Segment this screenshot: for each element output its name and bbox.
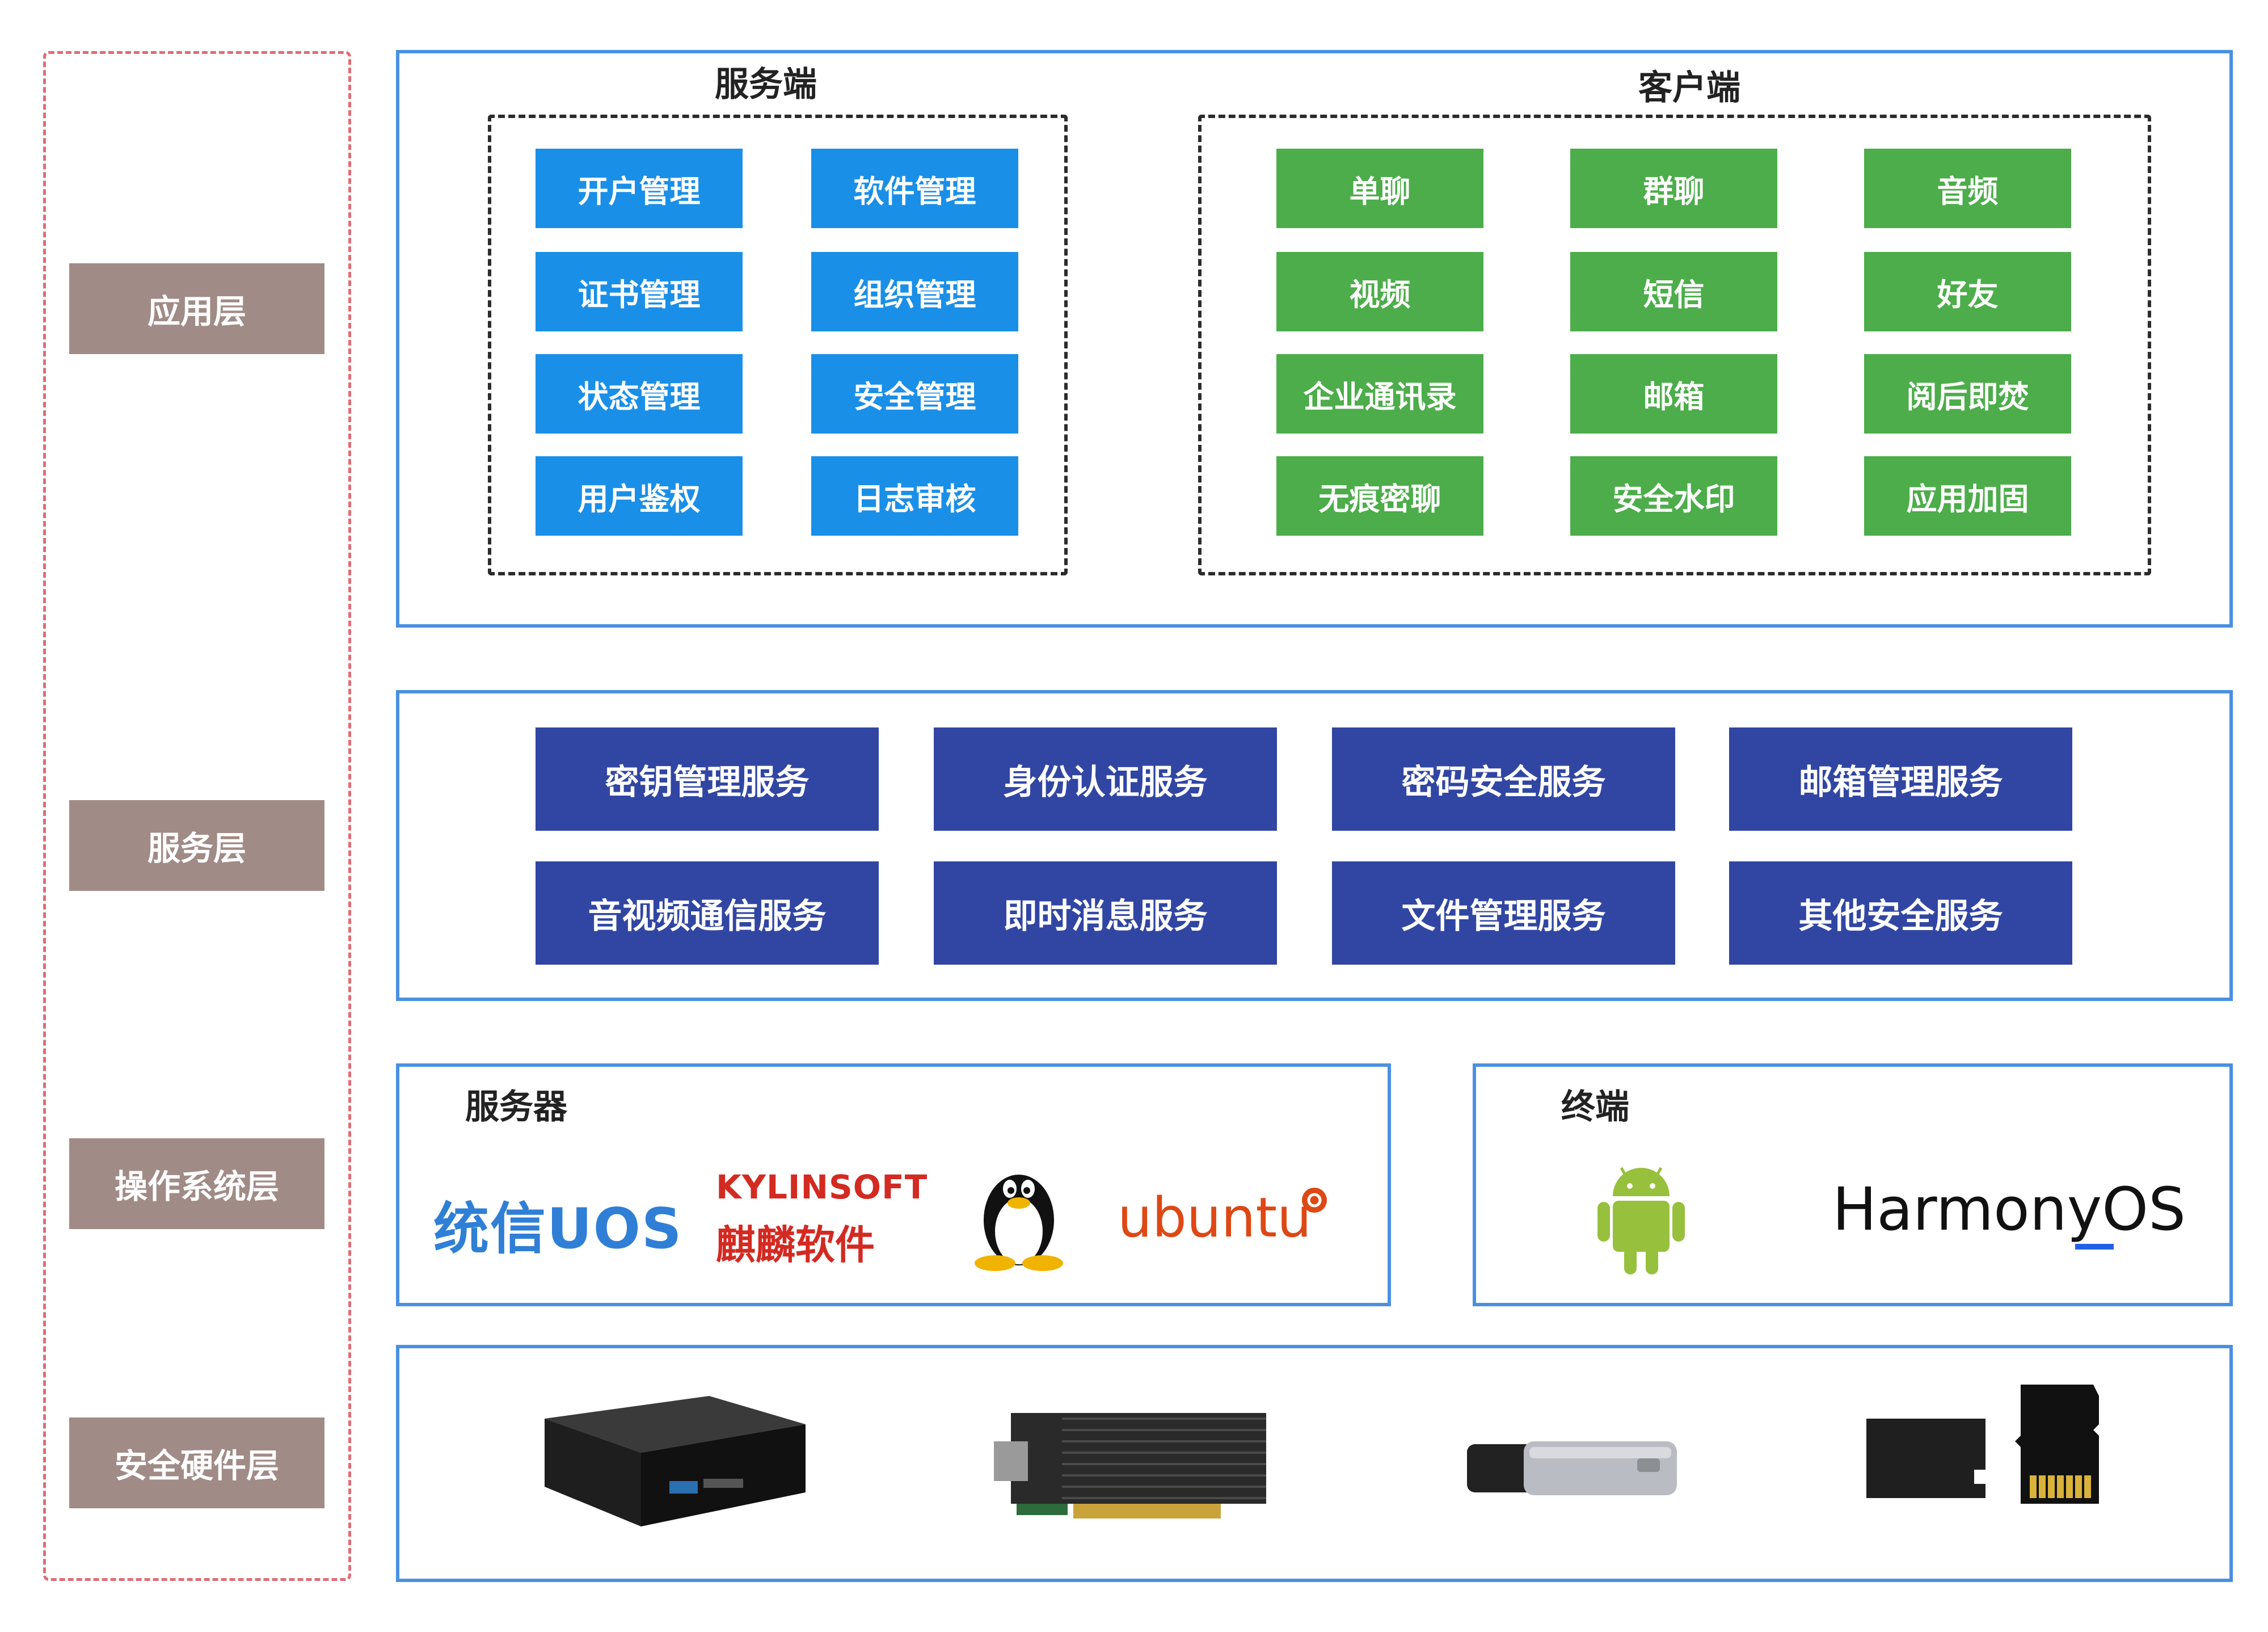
layer-label-os: 操作系统层: [69, 1138, 324, 1229]
pcie-crypto-card-image: [994, 1407, 1272, 1526]
ubuntu-logo-text: ubuntu: [1118, 1186, 1312, 1250]
client-item-app-hardening[interactable]: 应用加固: [1864, 456, 2071, 536]
client-side-title: 客户端: [1638, 68, 1740, 108]
service-other-security[interactable]: 其他安全服务: [1729, 861, 2072, 965]
harmonyos-logo: HarmonyOS: [1832, 1175, 2186, 1244]
server-side-box: [488, 115, 1068, 575]
service-layer-frame: [396, 690, 2233, 1001]
harmonyos-logo-underline: [2075, 1244, 2114, 1250]
os-terminal-title: 终端: [1561, 1087, 1629, 1127]
server-item-software[interactable]: 软件管理: [811, 149, 1018, 228]
client-item-sms[interactable]: 短信: [1570, 252, 1777, 331]
service-crypto-security[interactable]: 密码安全服务: [1332, 727, 1675, 831]
ubuntu-circle-icon: [1302, 1188, 1327, 1213]
layer-label-application: 应用层: [69, 263, 324, 354]
ubuntu-logo: ubuntu: [1118, 1186, 1344, 1254]
service-key-management[interactable]: 密钥管理服务: [536, 727, 879, 831]
server-side-title: 服务端: [715, 65, 817, 104]
service-av-communication[interactable]: 音视频通信服务: [536, 861, 879, 965]
service-mail-management[interactable]: 邮箱管理服务: [1729, 727, 2072, 831]
uos-logo: 统信UOS: [433, 1197, 683, 1261]
application-layer-frame: [396, 50, 2233, 628]
server-item-account[interactable]: 开户管理: [536, 149, 743, 228]
kylinsoft-logo-top: KYLINSOFT: [716, 1168, 928, 1206]
micro-sd-card-image: [1866, 1385, 2116, 1532]
server-item-auth[interactable]: 用户鉴权: [536, 456, 743, 536]
client-item-audio[interactable]: 音频: [1864, 149, 2071, 228]
server-appliance-image: [539, 1385, 811, 1538]
client-item-video[interactable]: 视频: [1276, 252, 1483, 331]
layer-label-service: 服务层: [69, 800, 324, 891]
server-item-log[interactable]: 日志审核: [811, 456, 1018, 536]
client-item-burn-after-read[interactable]: 阅后即焚: [1864, 354, 2071, 434]
client-item-friends[interactable]: 好友: [1864, 252, 2071, 331]
os-terminal-frame: [1473, 1063, 2233, 1306]
os-server-frame: [396, 1063, 1391, 1306]
service-instant-message[interactable]: 即时消息服务: [934, 861, 1277, 965]
layer-label-hardware: 安全硬件层: [69, 1418, 324, 1508]
usb-key-image: [1467, 1430, 1683, 1504]
client-item-mail[interactable]: 邮箱: [1570, 354, 1777, 434]
server-item-security[interactable]: 安全管理: [811, 354, 1018, 434]
server-item-organization[interactable]: 组织管理: [811, 252, 1018, 331]
service-file-management[interactable]: 文件管理服务: [1332, 861, 1675, 965]
client-side-box: [1198, 115, 2151, 575]
layer-column-frame: [43, 51, 351, 1581]
service-identity-auth[interactable]: 身份认证服务: [934, 727, 1277, 831]
client-item-directory[interactable]: 企业通讯录: [1276, 354, 1483, 434]
os-server-title: 服务器: [465, 1087, 567, 1127]
client-item-single-chat[interactable]: 单聊: [1276, 149, 1483, 228]
hardware-layer-frame: [396, 1345, 2233, 1582]
server-item-certificate[interactable]: 证书管理: [536, 252, 743, 331]
linux-tux-icon: [968, 1158, 1070, 1271]
client-item-watermark[interactable]: 安全水印: [1570, 456, 1777, 536]
client-item-secret-chat[interactable]: 无痕密聊: [1276, 456, 1483, 536]
kylinsoft-logo: KYLINSOFT 麒麟软件: [716, 1168, 927, 1270]
server-item-status[interactable]: 状态管理: [536, 354, 743, 434]
android-icon: [1593, 1156, 1689, 1276]
kylinsoft-logo-bottom: 麒麟软件: [716, 1222, 875, 1268]
client-item-group-chat[interactable]: 群聊: [1570, 149, 1777, 228]
